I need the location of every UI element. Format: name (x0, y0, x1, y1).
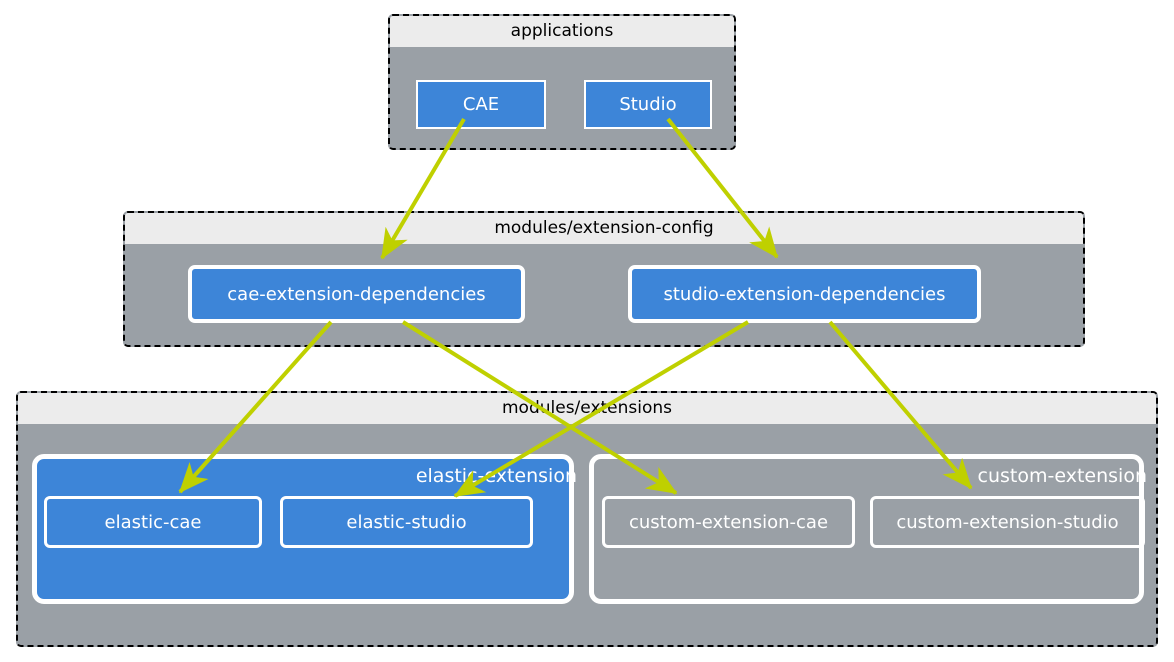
group-custom-extension[interactable]: custom-extension custom-extension-cae cu… (589, 454, 1147, 604)
panel-extensions-body: elastic-extension elastic-cae elastic-st… (18, 424, 1156, 645)
panel-extensions: modules/extensions elastic-extension ela… (16, 391, 1158, 647)
node-elastic-studio[interactable]: elastic-studio (280, 496, 533, 548)
panel-extension-config-body: cae-extension-dependencies studio-extens… (125, 244, 1083, 345)
node-cae-extension-dependencies[interactable]: cae-extension-dependencies (188, 265, 525, 323)
panel-applications-body: CAE Studio (390, 47, 734, 148)
node-elastic-cae-label: elastic-cae (104, 511, 202, 533)
panel-applications: applications CAE Studio (388, 14, 736, 150)
panel-extension-config-title: modules/extension-config (125, 213, 1083, 244)
group-elastic-extension-label: elastic-extension (415, 465, 577, 487)
node-studio-extension-dependencies-label: studio-extension-dependencies (663, 283, 946, 305)
panel-extension-config: modules/extension-config cae-extension-d… (123, 211, 1085, 347)
node-custom-extension-cae-label: custom-extension-cae (628, 511, 829, 533)
node-cae-extension-dependencies-label: cae-extension-dependencies (227, 283, 486, 305)
node-custom-extension-studio-label: custom-extension-studio (896, 511, 1119, 533)
panel-applications-title: applications (390, 16, 734, 47)
group-elastic-extension[interactable]: elastic-extension elastic-cae elastic-st… (32, 454, 577, 604)
node-studio-label: Studio (619, 94, 677, 115)
node-custom-extension-studio[interactable]: custom-extension-studio (870, 496, 1145, 548)
node-elastic-studio-label: elastic-studio (346, 511, 467, 533)
node-custom-extension-cae[interactable]: custom-extension-cae (602, 496, 855, 548)
node-cae-label: CAE (462, 94, 500, 115)
node-elastic-cae[interactable]: elastic-cae (44, 496, 262, 548)
group-custom-extension-label: custom-extension (977, 465, 1147, 487)
node-studio[interactable]: Studio (584, 80, 712, 129)
panel-extensions-title: modules/extensions (18, 393, 1156, 424)
node-studio-extension-dependencies[interactable]: studio-extension-dependencies (628, 265, 981, 323)
node-cae[interactable]: CAE (416, 80, 546, 129)
